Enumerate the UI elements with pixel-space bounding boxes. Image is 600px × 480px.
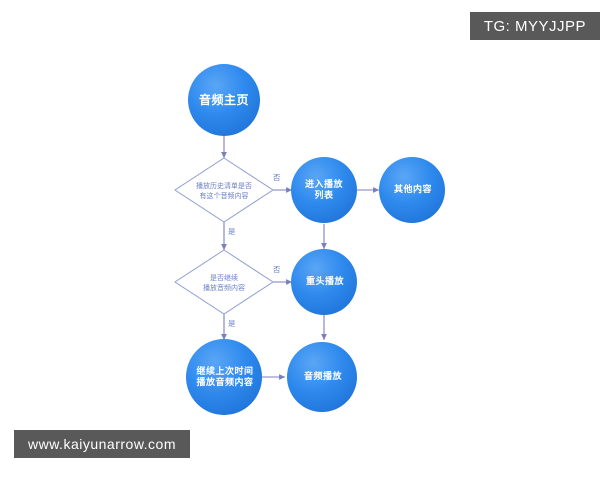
node-decision1[interactable] bbox=[174, 157, 274, 223]
node-other[interactable] bbox=[379, 157, 445, 223]
node-restart[interactable] bbox=[291, 249, 357, 315]
node-start[interactable] bbox=[188, 64, 260, 136]
node-resume[interactable] bbox=[186, 339, 262, 415]
website-watermark: www.kaiyunarrow.com bbox=[14, 430, 190, 458]
node-decision2[interactable] bbox=[174, 249, 274, 315]
connector-group bbox=[221, 136, 380, 380]
node-playlist[interactable] bbox=[291, 157, 357, 223]
node-play[interactable] bbox=[287, 342, 357, 412]
tg-badge: TG: MYYJJPP bbox=[469, 12, 600, 40]
